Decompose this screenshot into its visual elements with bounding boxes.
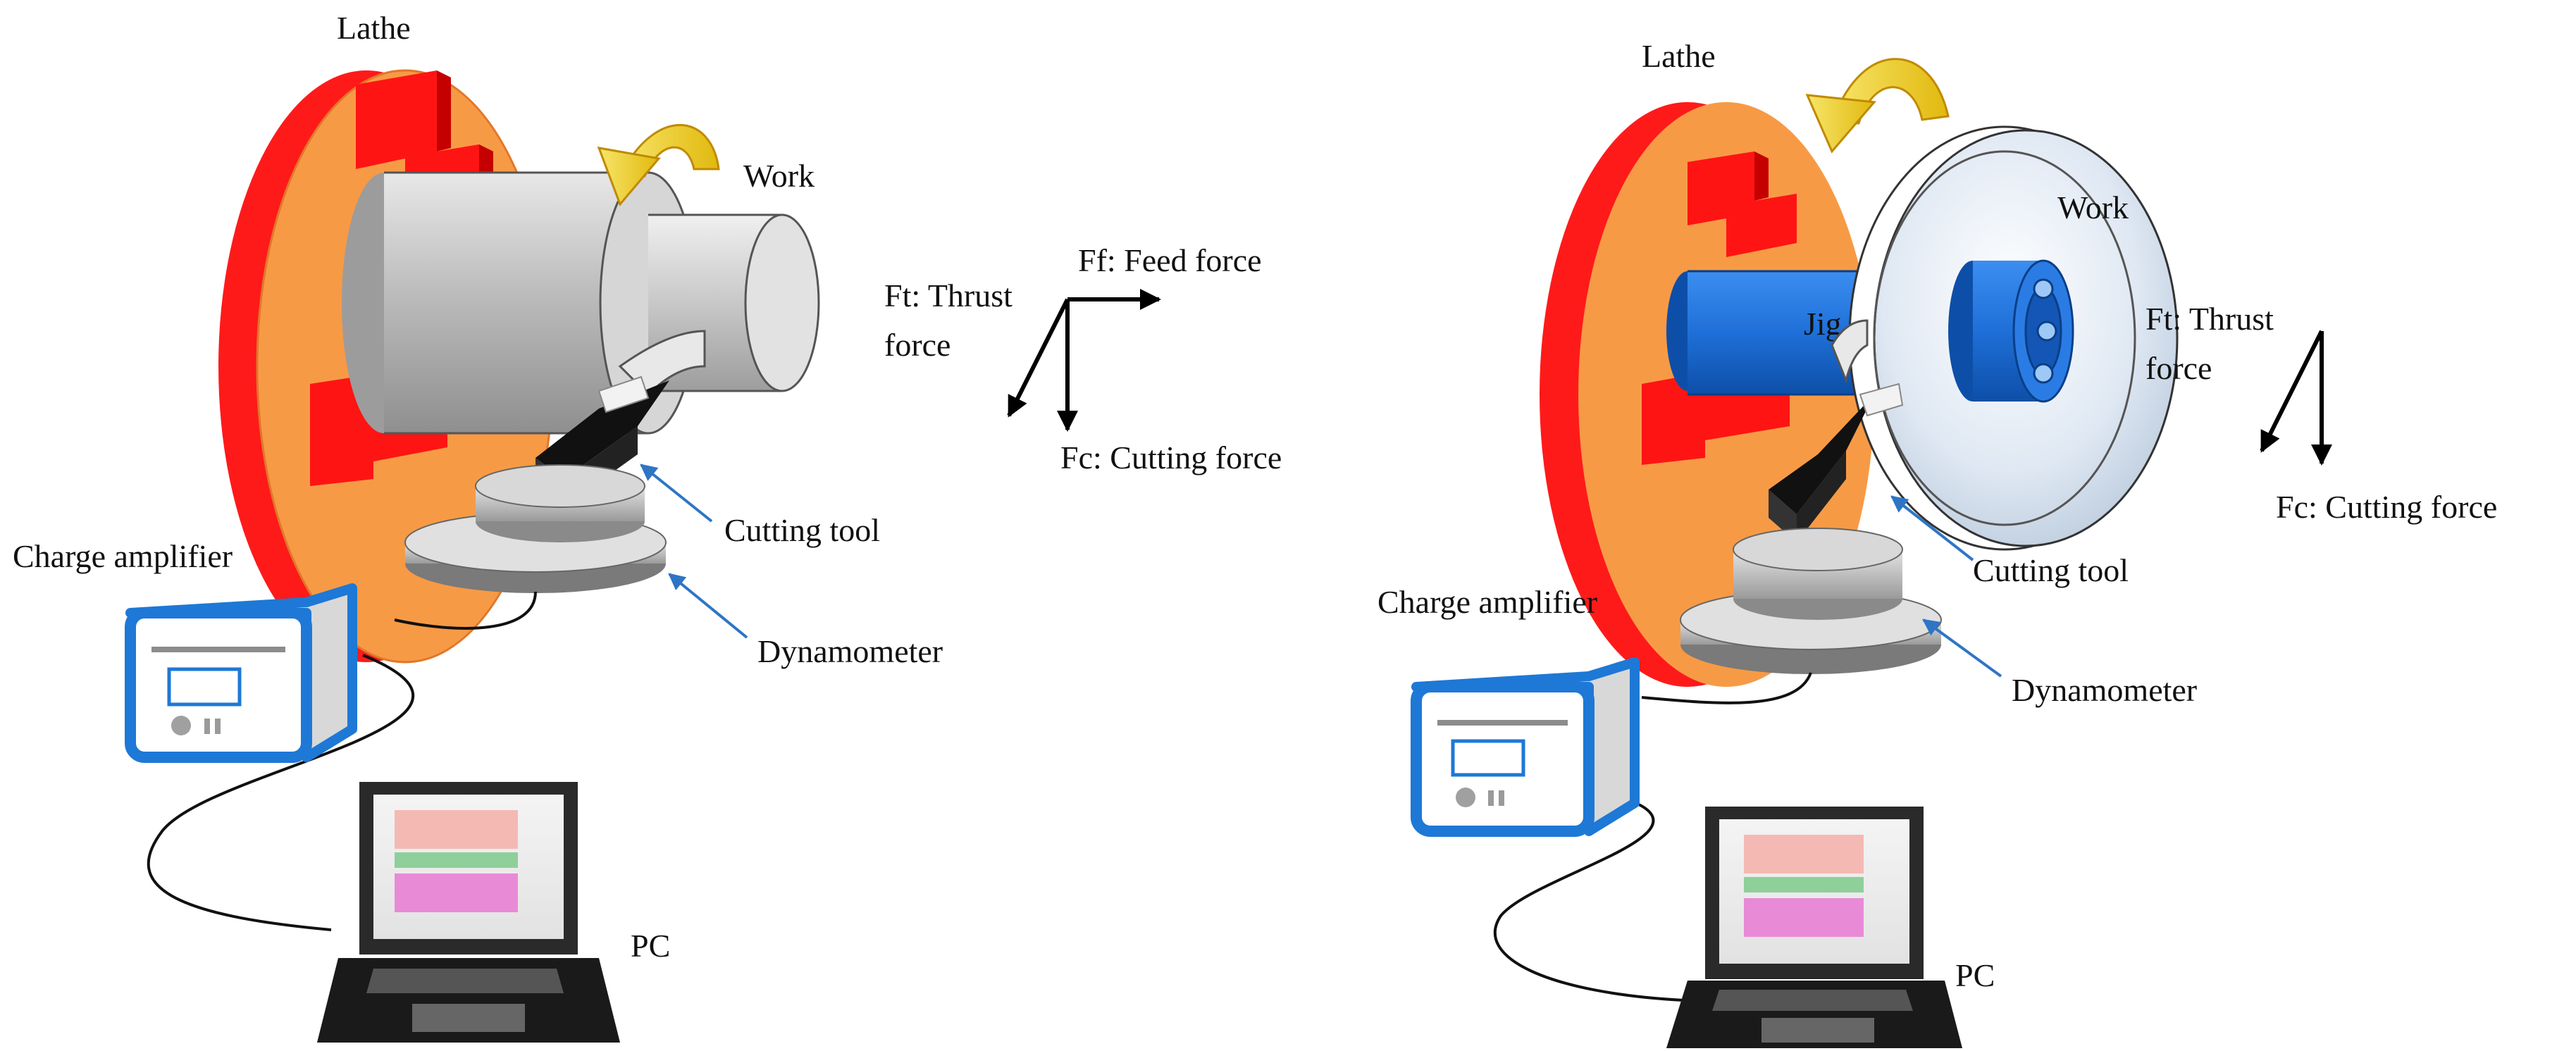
right-charge-amplifier [1411,657,1640,837]
right-lathe-label: Lathe [1642,38,1716,74]
left-setup [125,69,820,1043]
left-force-diagram [1007,289,1161,432]
right-setup: Jig [1411,58,2179,1048]
right-jig-label: Jig [1804,306,1842,342]
right-work-label: Work [2057,189,2129,225]
right-cutting-tool-leader [1890,495,1974,561]
left-charge-amplifier-label: Charge amplifier [13,538,233,574]
left-cable-pc [147,654,415,931]
left-thrust-force-arrow [1007,298,1070,418]
right-dynamometer-leader [1922,618,2002,678]
left-work-label: Work [743,158,815,194]
right-cutting-force-label: Fc: Cutting force [2276,489,2497,525]
left-cutting-force-label: Fc: Cutting force [1060,440,1282,475]
right-cable-pc [1493,795,1685,1002]
right-dynamometer-label: Dynamometer [2012,672,2197,708]
right-thrust-label-1: Ft: Thrust [2145,301,2274,337]
right-thrust-label-2: force [2145,350,2212,386]
right-cutting-tool-label: Cutting tool [1973,552,2129,588]
left-work-cylinder [342,171,820,435]
right-pc-laptop [1666,807,1962,1048]
right-thrust-force-arrow [2260,330,2324,453]
left-rotation-arrow-icon [597,124,720,206]
left-cutting-tool-leader [640,464,713,523]
right-force-diagram [2260,330,2332,466]
left-thrust-label-1: Ft: Thrust [884,278,1013,313]
right-work-disk [1831,125,2179,551]
right-rotation-arrow-icon [1805,58,1950,154]
left-feed-force-label: Ff: Feed force [1078,242,1262,278]
right-charge-amplifier-label: Charge amplifier [1377,584,1597,620]
right-chuck-jaw-top [1688,151,1797,257]
left-pc-label: PC [631,928,670,964]
right-cable-dynamometer [1641,672,1812,704]
left-dynamometer-label: Dynamometer [757,633,943,669]
left-charge-amplifier [125,583,357,763]
left-dynamometer-leader [668,573,748,639]
left-cable-dynamometer [394,591,537,630]
left-lathe-label: Lathe [337,10,411,46]
left-cutting-tool-label: Cutting tool [724,512,880,548]
right-dynamometer [1680,528,1942,674]
left-dynamometer [404,464,667,593]
left-pc-laptop [317,782,620,1043]
right-pc-label: PC [1955,957,1995,993]
left-thrust-label-2: force [884,327,950,363]
